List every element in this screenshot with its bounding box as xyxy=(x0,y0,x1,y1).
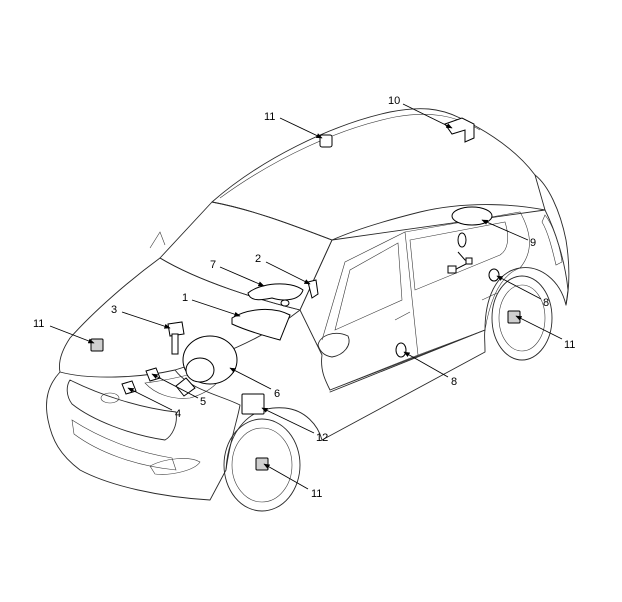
grille xyxy=(66,379,177,441)
part-3-module xyxy=(167,321,185,337)
part-8-sensor-rear xyxy=(488,268,500,282)
callout-5: 5 xyxy=(200,396,206,408)
rear-body xyxy=(534,174,570,306)
rear-door xyxy=(404,211,530,356)
leader-9 xyxy=(481,219,529,241)
callout-11-roof: 11 xyxy=(264,111,275,123)
callout-8-rear: 8 xyxy=(543,297,549,309)
callout-8-front: 8 xyxy=(451,376,457,388)
car-roof xyxy=(211,108,546,241)
part-11-roof-sensor xyxy=(319,134,333,148)
front-wheel-arch xyxy=(225,407,323,471)
callout-9: 9 xyxy=(530,237,536,249)
callout-4: 4 xyxy=(175,408,181,420)
callout-10: 10 xyxy=(388,95,400,107)
leader-lines xyxy=(49,103,563,490)
front-wheel-inner xyxy=(231,427,293,503)
leader-11c xyxy=(515,315,563,340)
callout-3: 3 xyxy=(111,304,117,316)
rear-wheel-inner xyxy=(498,284,546,352)
part-7-module xyxy=(247,283,304,301)
side-mirror xyxy=(317,333,350,358)
callout-7: 7 xyxy=(210,259,216,271)
leader-10 xyxy=(402,103,453,129)
rear-lamp xyxy=(541,214,563,266)
callout-11-front: 11 xyxy=(33,318,44,330)
leader-2 xyxy=(265,261,311,285)
roof-rail xyxy=(219,114,481,199)
lower-grille xyxy=(71,419,177,471)
leader-8b xyxy=(403,351,449,378)
rear-door-handle xyxy=(481,292,498,301)
part-12-control-unit xyxy=(241,393,265,415)
front-bumper xyxy=(46,369,241,501)
leader-8a xyxy=(496,275,542,300)
fog-lamp xyxy=(149,458,201,475)
part-3-shaft xyxy=(171,333,179,355)
part-10-module xyxy=(444,117,475,143)
leader-11b xyxy=(49,325,95,344)
callout-11-front-wheel: 11 xyxy=(311,488,322,500)
rear-wheel xyxy=(491,275,553,361)
leader-7 xyxy=(219,266,265,287)
leader-11a xyxy=(279,117,323,139)
wiper xyxy=(149,231,166,249)
part-9-plug-b xyxy=(465,257,473,265)
callout-6: 6 xyxy=(274,388,280,400)
leader-3 xyxy=(121,311,171,329)
callout-2: 2 xyxy=(255,253,261,265)
front-wheel xyxy=(223,418,301,512)
part-6-airbag xyxy=(185,357,215,383)
part-9-connector xyxy=(457,232,467,248)
front-emblem xyxy=(100,392,120,404)
front-door-handle xyxy=(394,311,411,321)
leader-4 xyxy=(127,387,173,411)
part-8-sensor-front xyxy=(395,342,407,358)
part-11-front-wheel-sensor xyxy=(255,457,269,471)
part-6-column xyxy=(175,377,196,397)
rear-window xyxy=(409,221,509,291)
callout-12: 12 xyxy=(316,432,328,444)
part-11-front-sensor xyxy=(90,338,104,352)
part-9-plug-a xyxy=(447,265,457,274)
part-7-stud xyxy=(280,299,290,307)
part-1-module xyxy=(231,308,291,341)
callout-11-rear-wheel: 11 xyxy=(564,339,575,351)
leader-12 xyxy=(261,407,315,434)
part-2-module xyxy=(307,279,319,299)
front-window xyxy=(334,242,403,331)
leader-6 xyxy=(229,367,272,390)
part-9-module xyxy=(451,206,493,226)
part-4-module xyxy=(121,380,137,395)
callout-1: 1 xyxy=(182,292,188,304)
leader-1 xyxy=(191,299,241,317)
car-outline xyxy=(46,108,570,512)
leader-5 xyxy=(151,373,199,399)
front-door xyxy=(321,231,419,391)
callout-labels: 10 11 9 2 7 8 1 3 11 11 6 8 5 4 12 11 xyxy=(33,95,575,500)
components xyxy=(90,117,521,471)
leader-11d xyxy=(263,463,309,490)
